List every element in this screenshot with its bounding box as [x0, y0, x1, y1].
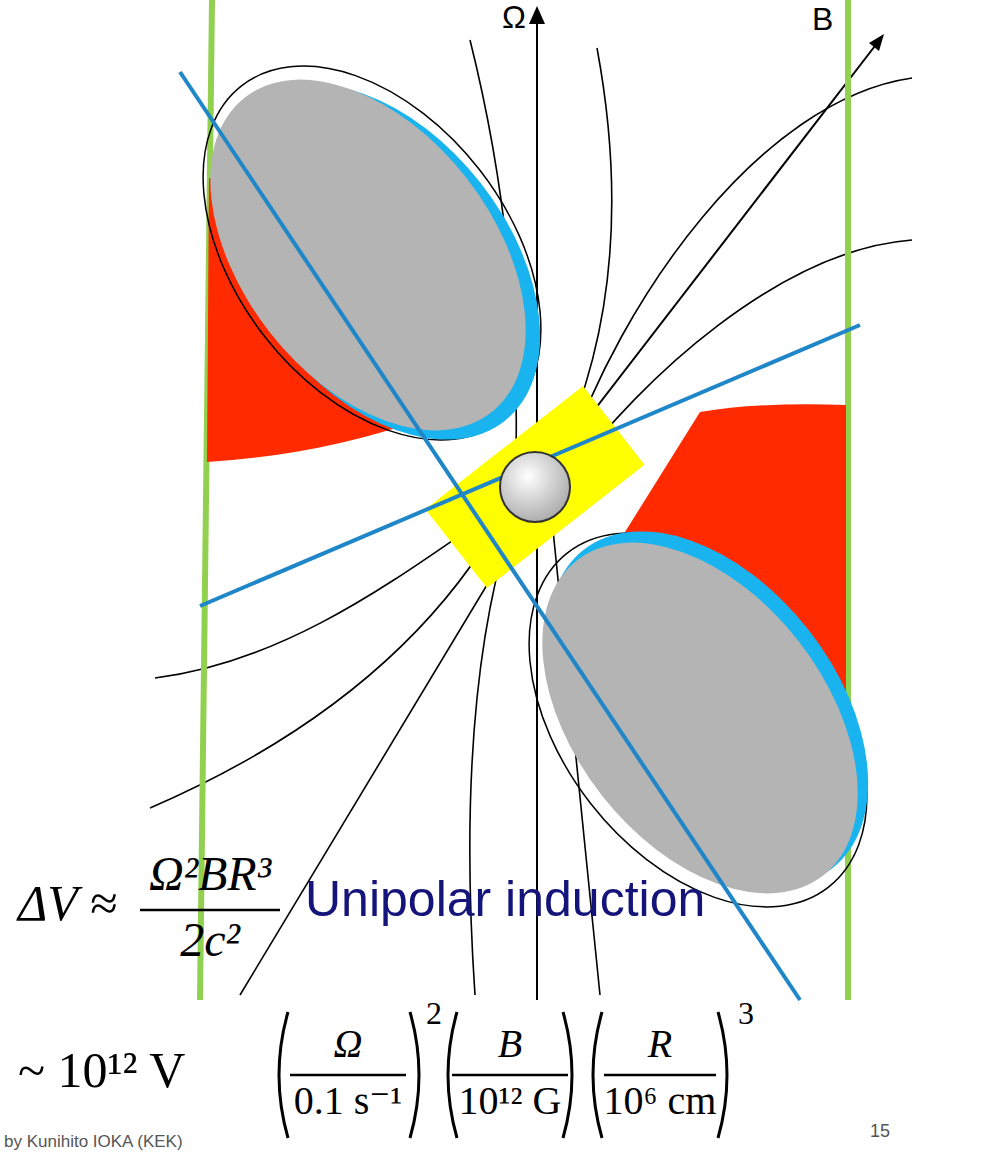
fraction-bars — [140, 910, 716, 1075]
formula-term: ~ 10¹² V — [18, 1043, 185, 1098]
axis-arrowhead — [869, 34, 884, 51]
axis-label: Ω — [502, 0, 526, 35]
credit-note: by Kunihito IOKA (KEK) — [4, 1133, 183, 1152]
parentheses — [279, 1012, 727, 1138]
formula-term: B — [498, 1022, 522, 1066]
formula-term: ΔV ≈ — [18, 876, 117, 931]
field-outline — [134, 2, 609, 504]
null-line — [200, 325, 860, 606]
formula-title: Unipolar induction — [305, 872, 705, 927]
axis-label: B — [812, 2, 833, 37]
formula-exponent: 3 — [738, 996, 754, 1031]
formula-term: 2c² — [180, 914, 240, 967]
formula-exponent: 2 — [426, 996, 442, 1031]
null-line — [180, 72, 800, 1000]
formula-term: Ω — [334, 1022, 363, 1066]
neutron-star — [500, 452, 570, 522]
formula-term: Ω²BR³ — [149, 848, 271, 901]
formula-term: 0.1 s⁻¹ — [294, 1079, 403, 1123]
lobe — [146, 20, 589, 489]
formula-term: 10⁶ cm — [604, 1079, 717, 1123]
page-number: 15 — [870, 1122, 890, 1142]
axis-arrowhead — [529, 6, 545, 24]
formula-term: R — [648, 1022, 672, 1066]
formula-term: 10¹² G — [459, 1079, 562, 1123]
